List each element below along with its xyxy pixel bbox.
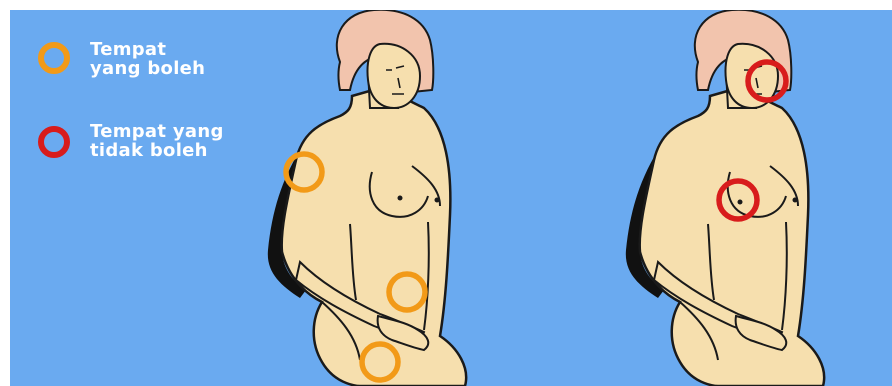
- legend-allowed-line1: Tempat: [90, 40, 205, 59]
- orange-ring-icon: [38, 42, 70, 74]
- frame-top-border: [0, 0, 892, 10]
- red-ring-icon: [38, 126, 70, 158]
- legend-not-allowed-line2: tidak boleh: [90, 141, 224, 160]
- legend-not-allowed-label: Tempat yang tidak boleh: [90, 122, 224, 160]
- figure-right-body: [640, 84, 824, 386]
- figure-left: [268, 10, 466, 386]
- legend-not-allowed: Tempat yang tidak boleh: [38, 126, 224, 160]
- legend-allowed: Tempat yang boleh: [38, 42, 205, 78]
- legend-not-allowed-line1: Tempat yang: [90, 122, 224, 141]
- legend-allowed-line2: yang boleh: [90, 59, 205, 78]
- legend-allowed-label: Tempat yang boleh: [90, 40, 205, 78]
- figure-left-body: [282, 84, 466, 386]
- figure-right: [626, 10, 824, 386]
- frame-left-border: [0, 0, 10, 386]
